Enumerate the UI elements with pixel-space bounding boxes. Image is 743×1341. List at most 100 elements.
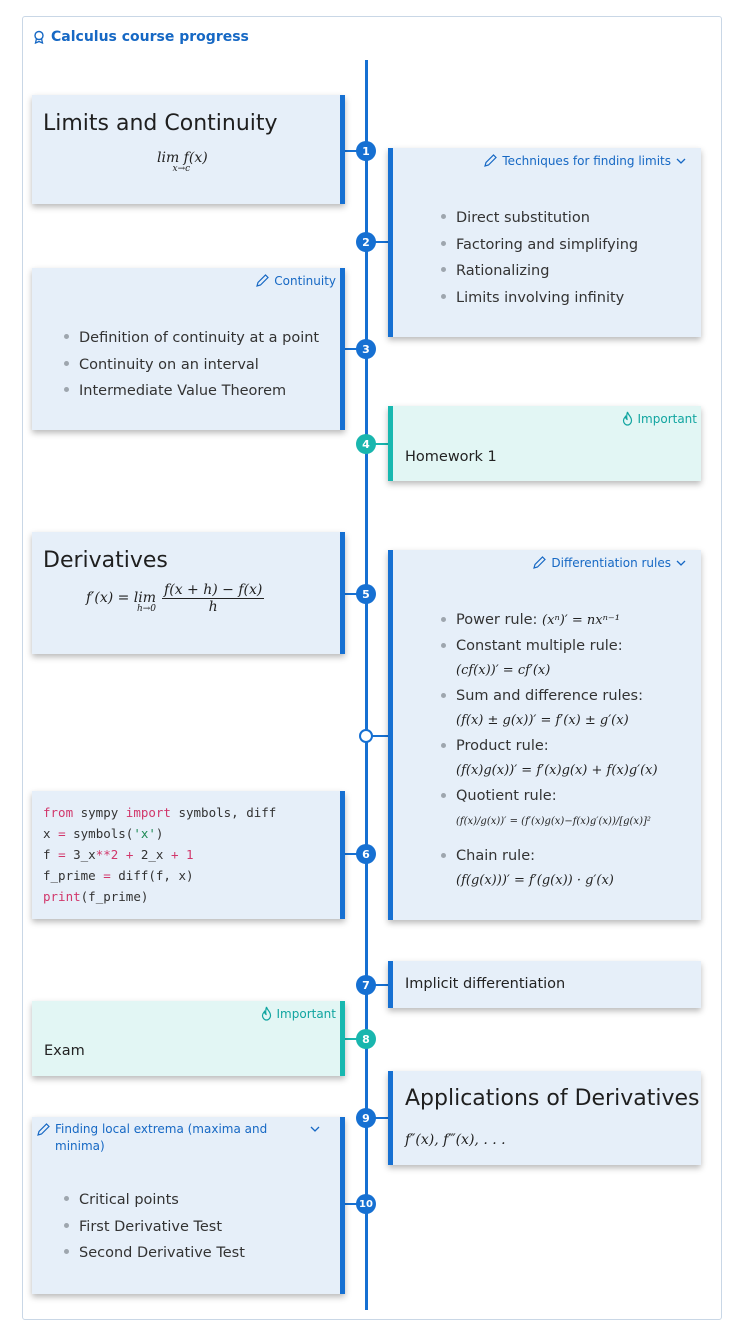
list-item: Rationalizing [440,258,638,285]
title-text: Calculus course progress [51,29,249,45]
list-item: Factoring and simplifying [440,232,638,259]
code-token: = [103,868,111,883]
derivatives-card: Derivatives f′(x) = lim h→0 f(x + h) − f… [32,532,345,654]
timeline-node: 5 [356,584,376,604]
code-token: print [43,889,81,904]
list-item: Critical points [63,1187,245,1214]
chevron-down-icon [675,557,687,569]
exam-tag-label: Important [276,1006,337,1021]
code-token: sympy [73,805,126,820]
diff-rules-label: Differentiation rules [551,555,671,570]
techniques-toggle[interactable]: Techniques for finding limits [483,153,687,168]
derivative-denominator: h [208,599,218,615]
connector [345,1038,365,1040]
continuity-card: Continuity Definition of continuity at a… [32,268,345,430]
timeline-spine [365,60,368,1310]
flame-icon [621,411,634,426]
list-item: Limits involving infinity [440,285,638,312]
rule-item: Power rule: (xⁿ)′ = nxⁿ⁻¹ [440,608,658,634]
derivative-lhs: f′(x) = lim h→0 [86,590,156,614]
list-item: Direct substitution [440,205,638,232]
continuity-tag: Continuity [255,273,336,288]
rule-formula: (f(x)/g(x))′ = (f′(x)g(x)−f(x)g′(x))/[g(… [456,816,651,827]
code-token: f [43,847,59,862]
limits-formula-text: lim f(x) [157,150,208,166]
extrema-card: Finding local extrema (maxima and minima… [32,1117,345,1294]
code-card: from sympy import symbols, diff x = symb… [32,791,345,919]
derivative-lim-sub: h→0 [136,603,157,614]
applications-heading: Applications of Derivatives [405,1086,700,1111]
derivative-formula: f′(x) = lim h→0 f(x + h) − f(x) h [86,582,265,618]
award-icon [32,30,46,44]
extrema-toggle[interactable]: Finding local extrema (maxima and minima… [36,1121,331,1155]
connector [345,1203,365,1205]
homework-tag: Important [621,411,697,426]
rule-item: Chain rule: (f(g(x)))′ = f′(g(x)) · g′(x… [440,844,658,894]
continuity-label: Continuity [274,273,336,288]
exam-tag: Important [260,1006,337,1021]
limits-card: Limits and Continuity lim f(x) x→c [32,95,345,204]
pencil-icon [532,555,547,570]
rule-name: Chain rule: [456,848,536,864]
code-token: + [170,847,179,862]
diff-rules-toggle[interactable]: Differentiation rules [532,555,687,570]
list-item: First Derivative Test [63,1214,245,1241]
list-item: Intermediate Value Theorem [63,378,319,405]
rule-item: Quotient rule: (f(x)/g(x))′ = (f′(x)g(x)… [440,784,658,844]
timeline-title: Calculus course progress [32,28,249,46]
rule-name: Quotient rule: [456,788,557,804]
code-token: (f_prime) [80,889,149,904]
pencil-icon [36,1122,51,1137]
code-token: 1 [178,847,194,862]
derivative-numerator: f(x + h) − f(x) [162,582,265,599]
extrema-label: Finding local extrema (maxima and minima… [55,1122,268,1153]
rule-item: Sum and difference rules: (f(x) ± g(x))′… [440,684,658,734]
applications-card: Applications of Derivatives f″(x), f‴(x)… [388,1071,701,1165]
rule-name: Constant multiple rule: [456,638,623,654]
chevron-down-icon [675,155,687,167]
extrema-list: Critical points First Derivative Test Se… [63,1187,245,1267]
code-token: 3_x [65,847,96,862]
diff-rules-list: Power rule: (xⁿ)′ = nxⁿ⁻¹ Constant multi… [440,608,658,894]
derivative-fraction: f(x + h) − f(x) h [162,582,265,615]
rule-formula: (f(g(x)))′ = f′(g(x)) · g′(x) [456,873,614,888]
connector [368,984,390,986]
rule-name: Product rule: [456,738,549,754]
code-token: f_prime [43,868,104,883]
limits-formula-sub: x→c [172,164,191,174]
timeline-node: 10 [356,1194,376,1214]
list-item: Definition of continuity at a point [63,325,319,352]
pencil-icon [255,273,270,288]
timeline-node: 1 [356,141,376,161]
homework-text: Homework 1 [405,449,497,465]
timeline-node: 6 [356,844,376,864]
connector [345,593,365,595]
derivatives-heading: Derivatives [43,548,168,573]
code-token: + [118,847,141,862]
connector [368,443,390,445]
code-token: diff(f, x) [110,868,194,883]
connector [345,853,365,855]
limits-formula: lim f(x) x→c [157,150,208,174]
flame-icon [260,1006,273,1021]
code-token: x [43,826,59,841]
rule-formula: (f(x) ± g(x))′ = f′(x) ± g′(x) [456,713,629,728]
code-token: ) [155,826,164,841]
techniques-label: Techniques for finding limits [502,153,671,168]
list-item: Continuity on an interval [63,352,319,379]
rule-item: Constant multiple rule: (cf(x))′ = cf′(x… [440,634,658,684]
pencil-icon [483,153,498,168]
chevron-down-icon [309,1123,321,1135]
timeline-node: 2 [356,232,376,252]
timeline-node: 4 [356,434,376,454]
code-token: 'x' [133,826,156,841]
code-token: import [125,805,171,820]
techniques-card: Techniques for finding limits Direct sub… [388,148,701,337]
techniques-list: Direct substitution Factoring and simpli… [440,205,638,311]
code-block: from sympy import symbols, diff x = symb… [43,802,276,907]
rule-name: Sum and difference rules: [456,688,643,704]
code-token: ** [95,847,111,862]
implicit-text: Implicit differentiation [405,976,566,992]
connector [368,241,390,243]
derivative-lhs-text: f′(x) = lim [86,589,157,606]
